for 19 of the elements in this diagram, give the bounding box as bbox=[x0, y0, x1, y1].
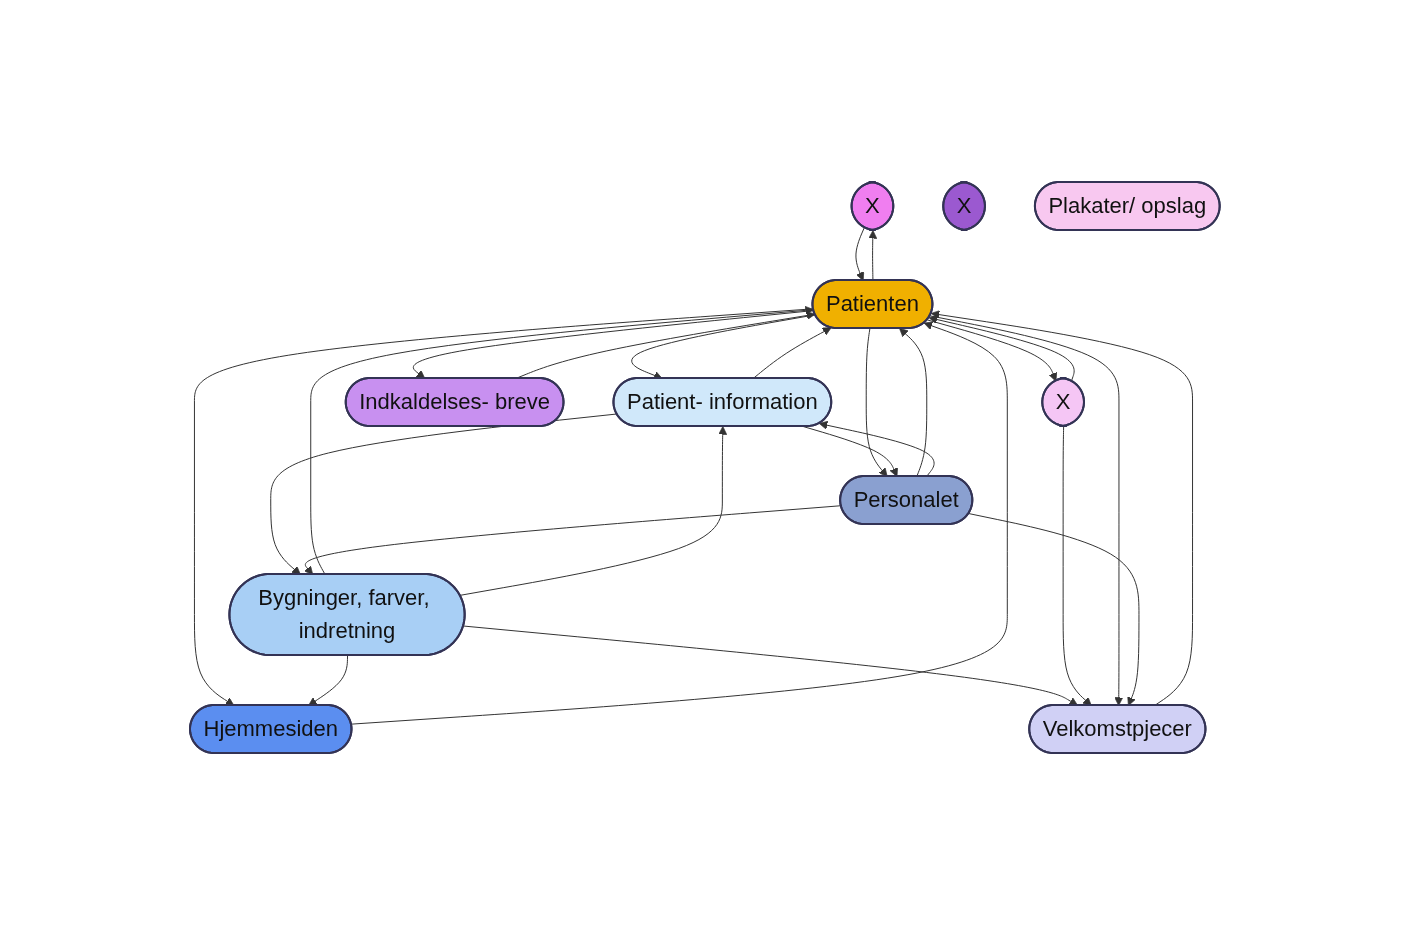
arrow bbox=[926, 318, 1057, 382]
arrow bbox=[193, 307, 814, 706]
arrow bbox=[818, 420, 935, 477]
arrow bbox=[309, 305, 814, 575]
arrow bbox=[930, 309, 1193, 706]
arrow bbox=[462, 625, 1078, 706]
arrow bbox=[929, 314, 1123, 706]
arrow bbox=[802, 425, 898, 477]
arrow bbox=[350, 321, 1008, 725]
arrow bbox=[459, 425, 727, 596]
arrow bbox=[928, 314, 1075, 382]
arrow bbox=[865, 327, 888, 477]
arrow bbox=[898, 327, 927, 477]
arrow bbox=[968, 512, 1140, 706]
arrow bbox=[1062, 425, 1092, 706]
arrow bbox=[855, 226, 865, 281]
arrow bbox=[412, 309, 814, 379]
arrow bbox=[868, 229, 877, 281]
arrow bbox=[307, 654, 348, 706]
